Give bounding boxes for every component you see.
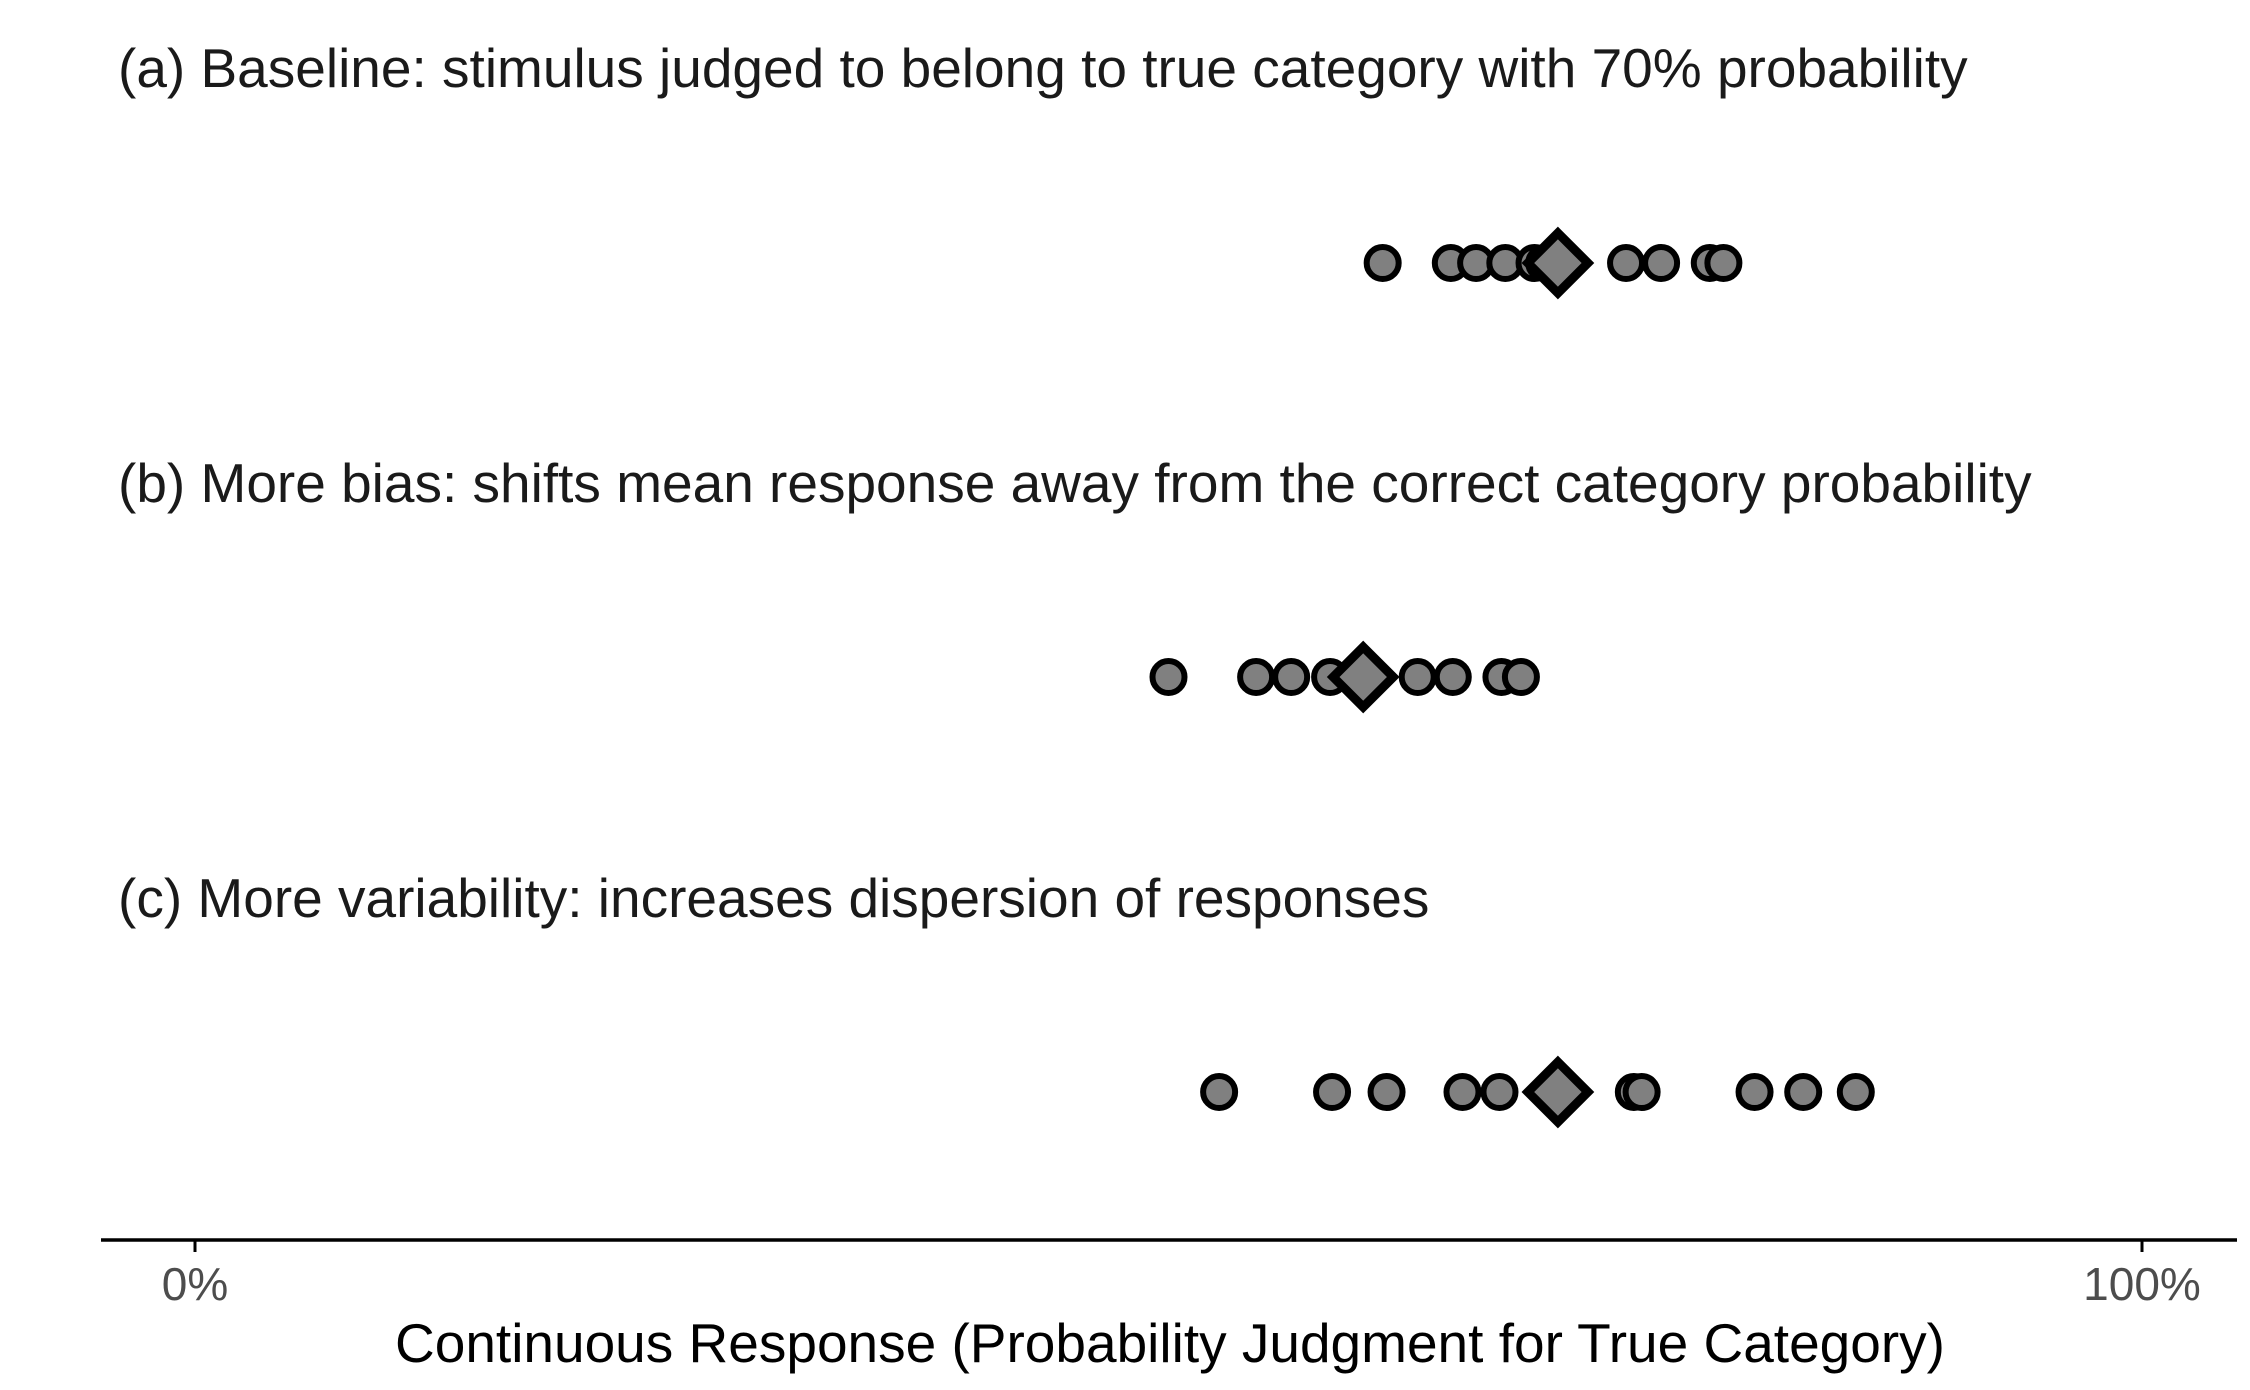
data-point	[1272, 658, 1311, 696]
mean-diamond	[1521, 226, 1595, 300]
data-point	[1836, 1073, 1875, 1111]
data-point	[1237, 658, 1276, 696]
panel-title-c: (c) More variability: increases dispersi…	[118, 867, 1429, 929]
data-point	[1607, 244, 1646, 282]
data-point	[1433, 658, 1472, 696]
panel-c: (c) More variability: increases dispersi…	[118, 867, 1875, 1129]
data-point	[1784, 1073, 1823, 1111]
data-point	[1735, 1073, 1774, 1111]
data-point	[1642, 244, 1681, 282]
data-point	[1480, 1073, 1519, 1111]
panel-title-a: (a) Baseline: stimulus judged to belong …	[118, 37, 1968, 99]
data-point	[1501, 658, 1540, 696]
mean-diamond	[1521, 1055, 1595, 1129]
data-point	[1200, 1073, 1239, 1111]
data-point	[1398, 658, 1437, 696]
data-point	[1313, 1073, 1352, 1111]
panel-title-b: (b) More bias: shifts mean response away…	[118, 452, 2032, 514]
data-point	[1622, 1073, 1661, 1111]
x-tick-label: 100%	[2083, 1258, 2201, 1310]
panel-a: (a) Baseline: stimulus judged to belong …	[118, 37, 1968, 300]
data-point	[1367, 1073, 1406, 1111]
data-point	[1704, 244, 1743, 282]
panel-b: (b) More bias: shifts mean response away…	[118, 452, 2032, 714]
x-tick-label: 0%	[162, 1258, 228, 1310]
data-point	[1443, 1073, 1482, 1111]
data-point	[1363, 244, 1402, 282]
x-axis: 0% 100%	[101, 1238, 2237, 1310]
mean-diamond	[1326, 640, 1400, 714]
x-axis-title: Continuous Response (Probability Judgmen…	[395, 1312, 1945, 1374]
data-point	[1149, 658, 1188, 696]
